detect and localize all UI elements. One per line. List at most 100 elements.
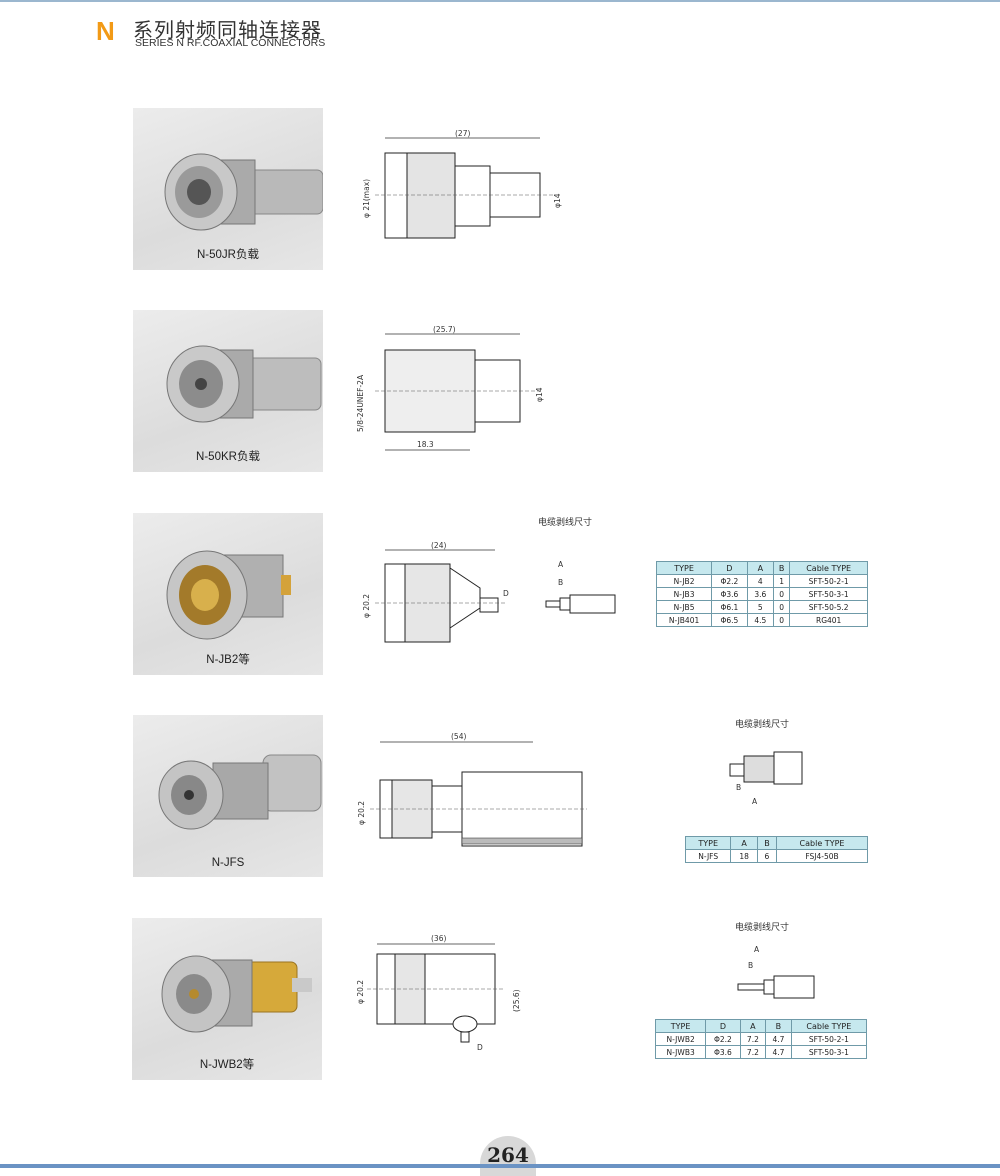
- header-cell: A: [746, 561, 774, 575]
- cell: SFT-50-2-1: [790, 1032, 868, 1046]
- cell: 4.7: [765, 1045, 792, 1059]
- product-caption: N-JFS: [211, 857, 245, 869]
- product-photo-n-jwb2: N-JWB2等: [132, 918, 322, 1080]
- header-cell: D: [705, 1019, 741, 1033]
- product-photo-n-50jr: N-50JR负载: [133, 108, 323, 270]
- connector-image: [158, 754, 322, 830]
- dim-length: (54): [451, 732, 466, 741]
- connector-image: [164, 153, 323, 231]
- cell: 4: [746, 574, 774, 588]
- cell: SFT-50-5.2: [789, 600, 868, 614]
- bottom-rule: [0, 1164, 1000, 1168]
- header-cell: Cable TYPE: [790, 1019, 868, 1033]
- product-photo-n-50kr: N-50KR负载: [133, 310, 323, 472]
- cell: N-JWB3: [654, 1045, 707, 1059]
- cell: 0: [772, 600, 791, 614]
- product-caption: N-JWB2等: [199, 1059, 255, 1071]
- strip-title: 电缆剥线尺寸: [735, 923, 790, 933]
- strip-diagram-jb2: A B: [545, 560, 616, 614]
- dim-dia-left: φ 20.2: [357, 801, 366, 825]
- product-caption: N-50JR负载: [197, 249, 259, 261]
- header-cell: A: [730, 836, 758, 850]
- header-cell: TYPE: [654, 1019, 707, 1033]
- cell: 4.5: [746, 613, 774, 627]
- product-caption: N-JB2等: [206, 654, 250, 666]
- dim-dia-right: φ14: [535, 387, 544, 402]
- dim-length: (36): [431, 934, 446, 943]
- page-number: 264: [480, 1136, 536, 1176]
- series-letter: N: [96, 16, 115, 46]
- cell: 3.6: [746, 587, 774, 601]
- strip-title: 电缆剥线尺寸: [538, 518, 593, 528]
- dim-d: D: [477, 1043, 483, 1052]
- cell: Φ6.5: [711, 613, 748, 627]
- cell: N-JB401: [655, 613, 713, 627]
- dim-dia-left: φ 21(max): [362, 179, 371, 218]
- header-cell: TYPE: [655, 561, 713, 575]
- cell: SFT-50-3-1: [790, 1045, 868, 1059]
- dim-length: (24): [431, 541, 446, 550]
- cell: 7.2: [739, 1032, 767, 1046]
- drawing-n-jb2: (24) φ 20.2 D: [362, 541, 509, 643]
- drawing-n-jfs: (54) φ 20.2: [357, 732, 587, 847]
- cell: FSJ4-50B: [776, 849, 868, 863]
- header-cell: B: [772, 561, 791, 575]
- strip-label-b: B: [748, 961, 753, 970]
- product-caption: N-50KR负载: [196, 451, 260, 463]
- cell: N-JWB2: [654, 1032, 707, 1046]
- connector-image: [166, 550, 291, 640]
- table-header-row: TYPE D A B Cable TYPE: [655, 561, 868, 575]
- header-cell: B: [756, 836, 778, 850]
- cell: 18: [730, 849, 758, 863]
- header-cell: Cable TYPE: [776, 836, 868, 850]
- drawing-n-50jr: (27) φ 21(max) φ14: [362, 129, 562, 239]
- cell: N-JB5: [655, 600, 713, 614]
- cell: 7.2: [739, 1045, 767, 1059]
- product-photo-n-jb2: N-JB2等: [133, 513, 323, 675]
- dim-length: (27): [455, 129, 470, 138]
- strip-label-a: A: [558, 560, 564, 569]
- table-header-row: TYPE D A B Cable TYPE: [654, 1019, 868, 1033]
- strip-label-a: A: [754, 945, 760, 954]
- cell: 0: [772, 613, 791, 627]
- cell: N-JB2: [655, 574, 713, 588]
- cell: Φ2.2: [705, 1032, 741, 1046]
- dim-bottom: 18.3: [417, 440, 434, 449]
- cell: SFT-50-2-1: [789, 574, 868, 588]
- connector-image: [166, 345, 322, 423]
- header-cell: B: [765, 1019, 792, 1033]
- strip-label-a: A: [752, 797, 758, 806]
- dim-length: (25.7): [433, 325, 456, 334]
- cell: 5: [746, 600, 774, 614]
- page-title-cn: 系列射频同轴连接器: [133, 20, 322, 42]
- cell: RG401: [789, 613, 868, 627]
- header-cell: Cable TYPE: [789, 561, 868, 575]
- strip-title: 电缆剥线尺寸: [735, 720, 790, 730]
- dim-dia-left: φ 20.2: [362, 594, 371, 618]
- connector-image: [161, 955, 312, 1033]
- header-cell: TYPE: [684, 836, 732, 850]
- dim-d: D: [503, 589, 509, 598]
- cell: 6: [756, 849, 778, 863]
- strip-label-b: B: [736, 783, 741, 792]
- cell: Φ3.6: [705, 1045, 741, 1059]
- dim-thread: 5/8-24UNEF-2A: [356, 374, 365, 432]
- strip-diagram-jfs: B A: [729, 751, 803, 806]
- cell: SFT-50-3-1: [789, 587, 868, 601]
- dim-dia-right: φ14: [553, 193, 562, 208]
- cell: Φ2.2: [711, 574, 748, 588]
- cell: 1: [772, 574, 791, 588]
- header-cell: D: [711, 561, 748, 575]
- dim-height: (25.6): [512, 989, 521, 1012]
- strip-diagram-jwb2: A B: [737, 945, 815, 999]
- drawing-n-50kr: (25.7) 5/8-24UNEF-2A φ14 18.3: [356, 325, 544, 451]
